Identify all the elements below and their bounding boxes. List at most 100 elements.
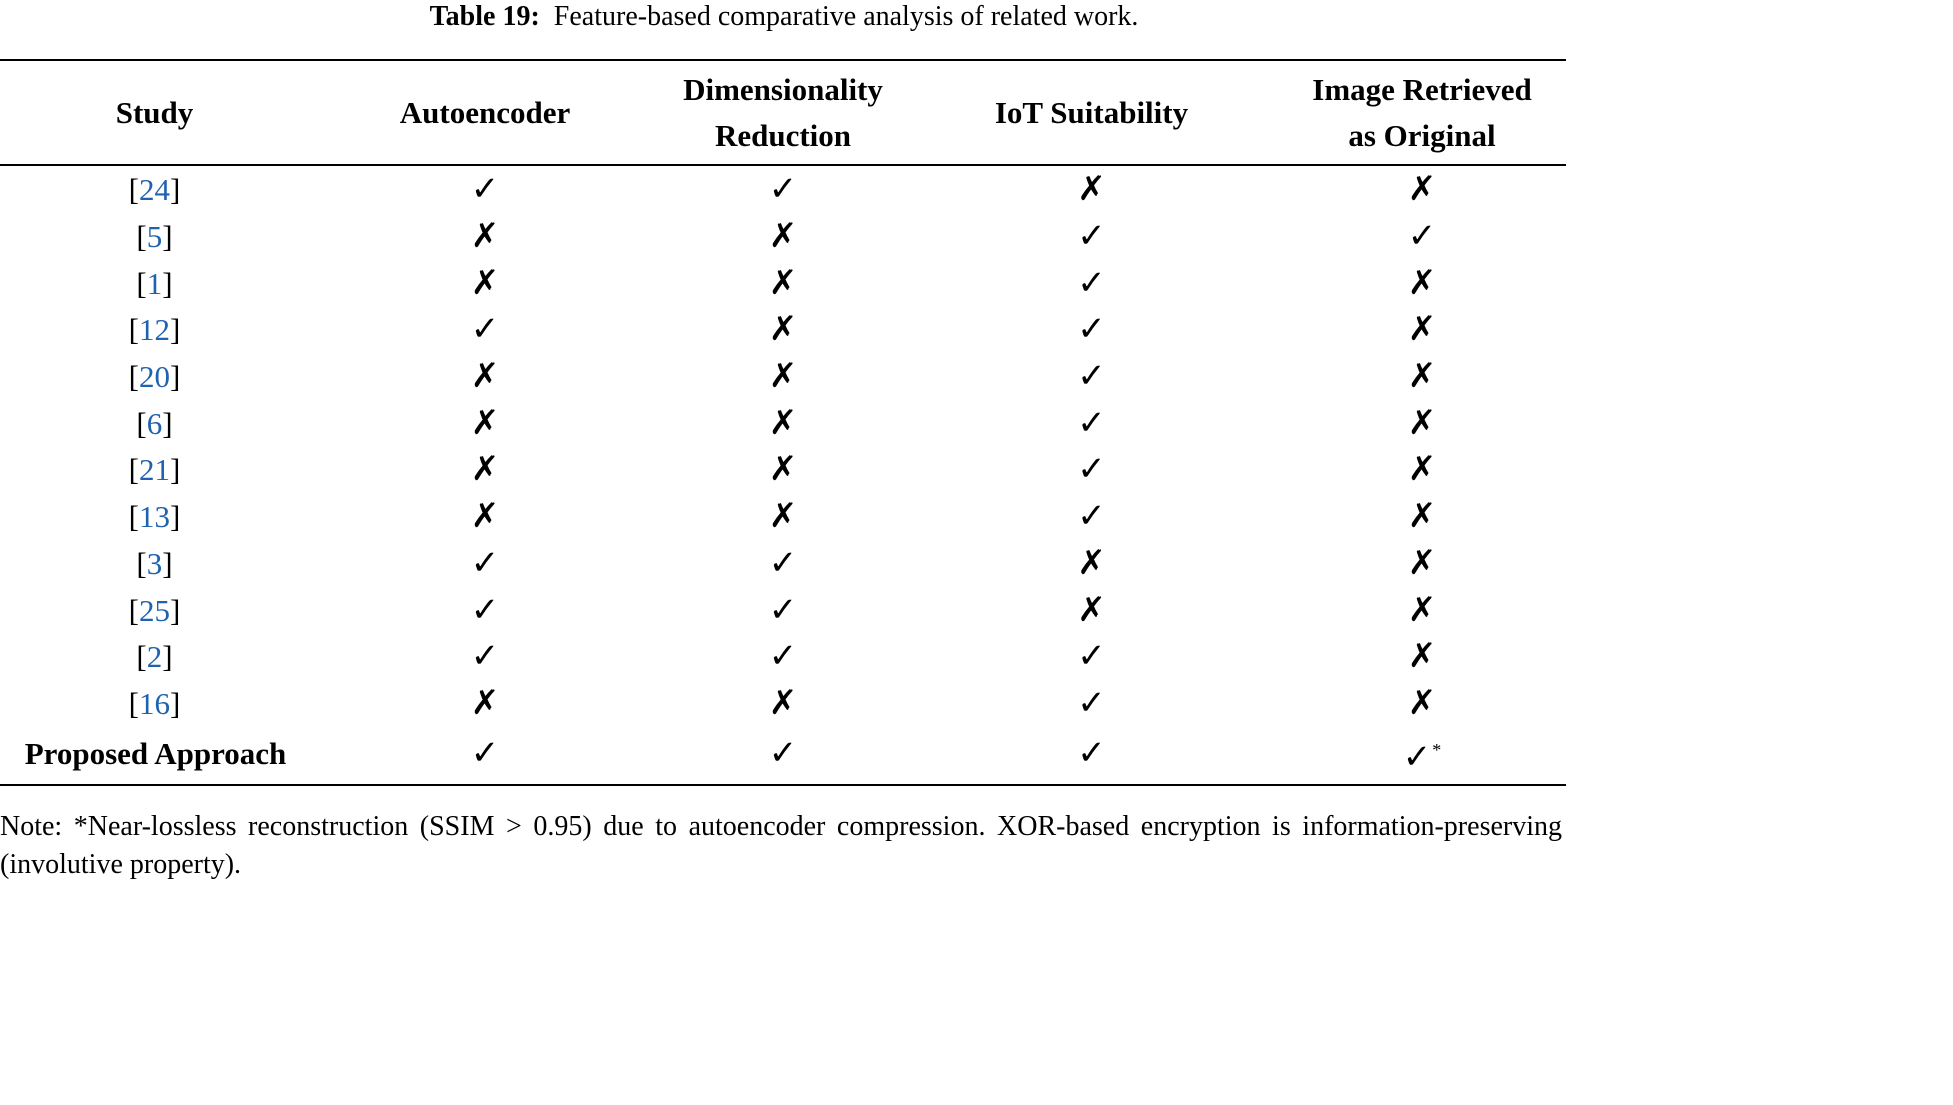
study-cell: [16]: [0, 681, 309, 728]
iot-cell: ✓: [905, 354, 1278, 401]
study-cell: [13]: [0, 494, 309, 541]
citation-link[interactable]: 1: [146, 265, 163, 301]
table-caption: Table 19: Feature-based comparative anal…: [0, 0, 1568, 34]
check-mark-icon: ✓: [1077, 264, 1106, 302]
cross-mark-icon: ✗: [1407, 591, 1437, 629]
autoencoder-cell: ✗: [309, 494, 661, 541]
proposed-approach-label: Proposed Approach: [24, 736, 287, 772]
iot-cell: ✓: [905, 307, 1278, 354]
proposed-retrieved-cell: ✓*: [1278, 727, 1566, 781]
cross-mark-icon: ✗: [470, 218, 500, 256]
dimensionality-cell: ✓: [661, 163, 905, 214]
retrieved-cell: ✗: [1278, 681, 1566, 728]
header-dimensionality-line2: Reduction: [714, 118, 852, 153]
dimensionality-cell: ✗: [661, 354, 905, 401]
cross-mark-icon: ✗: [768, 404, 798, 442]
check-mark-icon: ✓: [470, 591, 500, 629]
open-bracket: [: [136, 639, 147, 675]
cross-mark-icon: ✗: [768, 218, 798, 256]
retrieved-cell: ✗: [1278, 494, 1566, 541]
table-row: [25]✓✓✗✗: [0, 587, 1566, 634]
close-bracket: ]: [170, 312, 181, 348]
header-rule: [0, 164, 1566, 166]
header-study: Study: [115, 95, 194, 130]
cross-mark-icon: ✗: [1077, 544, 1106, 582]
check-mark-icon: ✓: [470, 735, 500, 773]
header-retrieved-line1: Image Retrieved: [1312, 72, 1532, 107]
citation-link[interactable]: 13: [139, 499, 170, 535]
citation-link[interactable]: 6: [146, 405, 163, 441]
check-mark-icon: ✓: [768, 544, 798, 582]
open-bracket: [: [136, 219, 147, 255]
close-bracket: ]: [162, 405, 173, 441]
citation-link[interactable]: 2: [146, 639, 163, 675]
retrieved-cell: ✗: [1278, 634, 1566, 681]
cross-mark-icon: ✗: [1077, 171, 1106, 209]
cross-mark-icon: ✗: [470, 451, 500, 489]
cross-mark-icon: ✗: [1407, 684, 1437, 722]
cross-mark-icon: ✗: [1407, 638, 1437, 676]
retrieved-cell: ✗: [1278, 400, 1566, 447]
autoencoder-cell: ✓: [309, 634, 661, 681]
open-bracket: [: [128, 312, 139, 348]
dimensionality-cell: ✗: [661, 681, 905, 728]
check-mark-icon: ✓: [1077, 684, 1106, 722]
study-cell: [2]: [0, 634, 309, 681]
study-cell: [1]: [0, 260, 309, 307]
citation-link[interactable]: 21: [139, 452, 170, 488]
retrieved-cell: ✗: [1278, 541, 1566, 588]
close-bracket: ]: [170, 452, 181, 488]
check-mark-icon: ✓: [768, 735, 798, 773]
citation-link[interactable]: 20: [139, 359, 170, 395]
citation-link[interactable]: 12: [139, 312, 170, 348]
proposed-dimensionality-cell: ✓: [661, 727, 905, 781]
cross-mark-icon: ✗: [470, 498, 500, 536]
autoencoder-cell: ✓: [309, 307, 661, 354]
table-row: [13]✗✗✓✗: [0, 494, 1566, 541]
cross-mark-icon: ✗: [768, 498, 798, 536]
iot-cell: ✗: [905, 587, 1278, 634]
retrieved-cell: ✗: [1278, 163, 1566, 214]
open-bracket: [: [128, 685, 139, 721]
retrieved-cell: ✗: [1278, 307, 1566, 354]
check-mark-icon: ✓: [1077, 638, 1106, 676]
check-mark-icon: ✓: [1077, 218, 1106, 256]
open-bracket: [: [128, 452, 139, 488]
table-title: Feature-based comparative analysis of re…: [553, 1, 1139, 32]
dimensionality-cell: ✗: [661, 214, 905, 261]
cross-mark-icon: ✗: [768, 451, 798, 489]
cross-mark-icon: ✗: [1407, 358, 1437, 396]
citation-link[interactable]: 24: [139, 172, 170, 208]
proposed-autoencoder-cell: ✓: [309, 727, 661, 781]
study-cell: [24]: [0, 163, 309, 214]
open-bracket: [: [136, 545, 147, 581]
cross-mark-icon: ✗: [768, 311, 798, 349]
citation-link[interactable]: 5: [146, 219, 163, 255]
open-bracket: [: [128, 172, 139, 208]
check-mark-icon: ✓: [470, 171, 500, 209]
check-mark-icon: ✓: [1402, 739, 1432, 777]
citation-link[interactable]: 3: [146, 545, 163, 581]
autoencoder-cell: ✗: [309, 681, 661, 728]
open-bracket: [: [136, 405, 147, 441]
autoencoder-cell: ✗: [309, 447, 661, 494]
iot-cell: ✓: [905, 634, 1278, 681]
cross-mark-icon: ✗: [470, 264, 500, 302]
check-mark-icon: ✓: [1077, 358, 1106, 396]
citation-link[interactable]: 16: [139, 685, 170, 721]
autoencoder-cell: ✗: [309, 400, 661, 447]
retrieved-cell: ✗: [1278, 447, 1566, 494]
citation-link[interactable]: 25: [139, 592, 170, 628]
check-mark-icon: ✓: [1077, 311, 1106, 349]
cross-mark-icon: ✗: [1407, 544, 1437, 582]
header-image-retrieved: Image Retrieved as Original: [1278, 63, 1566, 163]
iot-cell: ✓: [905, 447, 1278, 494]
table-row: [20]✗✗✓✗: [0, 354, 1566, 401]
header-retrieved-line2: as Original: [1348, 118, 1496, 153]
dimensionality-cell: ✗: [661, 307, 905, 354]
check-mark-icon: ✓: [1407, 218, 1437, 256]
table-row: [5]✗✗✓✓: [0, 214, 1566, 261]
cross-mark-icon: ✗: [470, 684, 500, 722]
close-bracket: ]: [170, 172, 181, 208]
dimensionality-cell: ✓: [661, 587, 905, 634]
